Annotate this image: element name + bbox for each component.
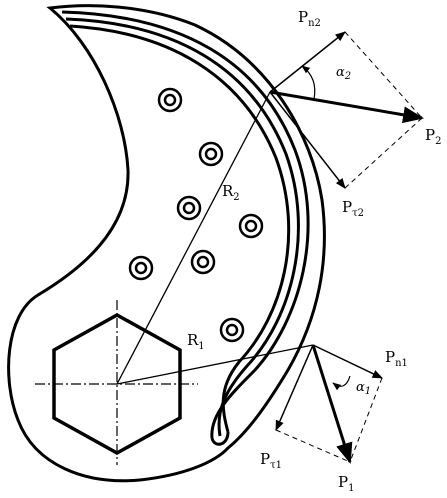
- hole: [219, 317, 245, 343]
- cam-body-outline: [7, 4, 326, 483]
- dashed-pn1-p1: [349, 377, 383, 463]
- angle-arc-alpha1: [332, 375, 351, 391]
- hole: [238, 213, 264, 239]
- hole: [157, 87, 183, 113]
- label-p1: P1: [338, 473, 354, 493]
- curved-slot: [61, 10, 310, 446]
- vector-pn2: [269, 31, 346, 93]
- radius-r1: [116, 344, 314, 385]
- center-lines: [35, 300, 198, 465]
- label-alpha1: α1: [356, 380, 371, 397]
- vector-p2: [269, 90, 425, 124]
- hole: [190, 249, 216, 275]
- label-alpha2: α2: [336, 65, 351, 82]
- vector-pt1: [275, 344, 314, 431]
- dashed-pt1-p1: [275, 429, 351, 463]
- radius-r2: [116, 91, 271, 385]
- vector-pn1: [312, 344, 383, 379]
- hole: [198, 141, 224, 167]
- dashed-pt2-p2: [344, 117, 423, 189]
- label-p2: P2: [425, 126, 441, 147]
- hole: [176, 195, 202, 221]
- label-pn2: Pn2: [298, 8, 321, 29]
- dashed-pn2-p2: [344, 31, 423, 119]
- force-group-2: [269, 31, 425, 189]
- label-pt1: Pτ1: [260, 450, 282, 471]
- label-r2: R2: [222, 182, 240, 203]
- hole: [128, 255, 154, 281]
- vector-p1: [311, 344, 353, 465]
- label-r1: R1: [187, 331, 205, 352]
- label-pn1: Pn1: [385, 348, 408, 369]
- angle-arc-alpha2: [301, 65, 316, 100]
- label-pt2: Pτ2: [342, 198, 364, 219]
- vector-pt2: [269, 91, 346, 189]
- force-group-1: [275, 344, 383, 465]
- holes: [128, 87, 264, 343]
